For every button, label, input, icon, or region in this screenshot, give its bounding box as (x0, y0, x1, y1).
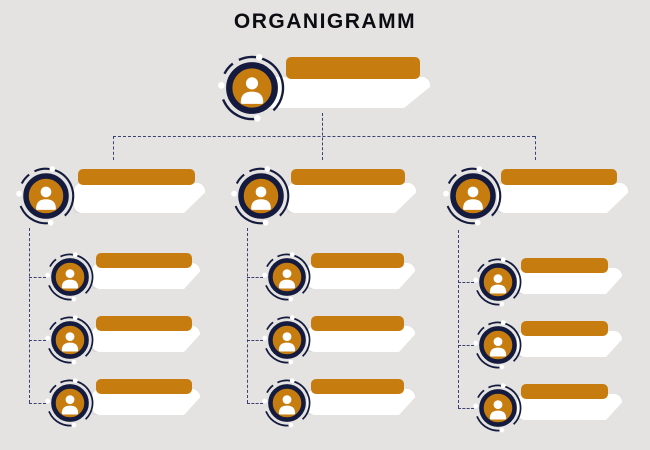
name-placeholder-bar (521, 384, 608, 399)
org-node-manager-3 (444, 167, 628, 225)
connector-main-horizontal (113, 136, 535, 137)
connector-group3-spine (458, 230, 459, 408)
org-node-report-3-2 (474, 321, 622, 369)
connector-group1-stub3 (29, 403, 46, 404)
name-card (497, 183, 628, 213)
name-placeholder-bar (96, 379, 192, 394)
name-placeholder-bar (521, 258, 608, 273)
org-node-manager-1 (17, 167, 205, 225)
org-node-manager-2 (232, 167, 416, 225)
person-avatar-icon (219, 55, 285, 121)
org-node-report-1-2 (46, 316, 200, 364)
connector-group2-stub3 (247, 403, 263, 404)
connector-right-drop (535, 136, 536, 160)
org-node-report-3-3 (474, 384, 622, 432)
name-placeholder-bar (96, 316, 192, 331)
person-avatar-icon (263, 316, 311, 364)
org-node-report-1-3 (46, 379, 200, 427)
connector-group3-stub3 (458, 408, 474, 409)
org-node-root (219, 55, 430, 121)
org-node-report-2-1 (263, 253, 415, 301)
person-avatar-icon (263, 379, 311, 427)
name-placeholder-bar (78, 169, 195, 185)
person-avatar-icon (474, 384, 522, 432)
name-placeholder-bar (521, 321, 608, 336)
name-placeholder-bar (311, 253, 404, 268)
name-placeholder-bar (501, 169, 617, 185)
person-avatar-icon (444, 167, 502, 225)
org-node-report-1-1 (46, 253, 200, 301)
person-avatar-icon (17, 167, 75, 225)
name-placeholder-bar (286, 57, 420, 79)
name-card (287, 183, 416, 213)
connector-group3-stub2 (458, 345, 474, 346)
connector-group3-stub1 (458, 282, 474, 283)
page-title: ORGANIGRAMM (233, 10, 417, 33)
org-node-report-2-3 (263, 379, 415, 427)
person-avatar-icon (46, 253, 94, 301)
person-avatar-icon (232, 167, 290, 225)
connector-group1-spine (29, 228, 30, 403)
person-avatar-icon (263, 253, 311, 301)
name-placeholder-bar (311, 316, 404, 331)
person-avatar-icon (474, 321, 522, 369)
person-avatar-icon (46, 316, 94, 364)
name-placeholder-bar (96, 253, 192, 268)
connector-group2-stub2 (247, 340, 263, 341)
connector-group1-stub2 (29, 340, 46, 341)
org-node-report-3-1 (474, 258, 622, 306)
org-node-report-2-2 (263, 316, 415, 364)
connector-group1-stub1 (29, 277, 46, 278)
name-placeholder-bar (291, 169, 405, 185)
name-card (74, 183, 205, 213)
connector-group2-stub1 (247, 277, 263, 278)
connector-group2-spine (247, 228, 248, 403)
person-avatar-icon (474, 258, 522, 306)
name-placeholder-bar (311, 379, 404, 394)
person-avatar-icon (46, 379, 94, 427)
connector-left-drop (113, 136, 114, 160)
